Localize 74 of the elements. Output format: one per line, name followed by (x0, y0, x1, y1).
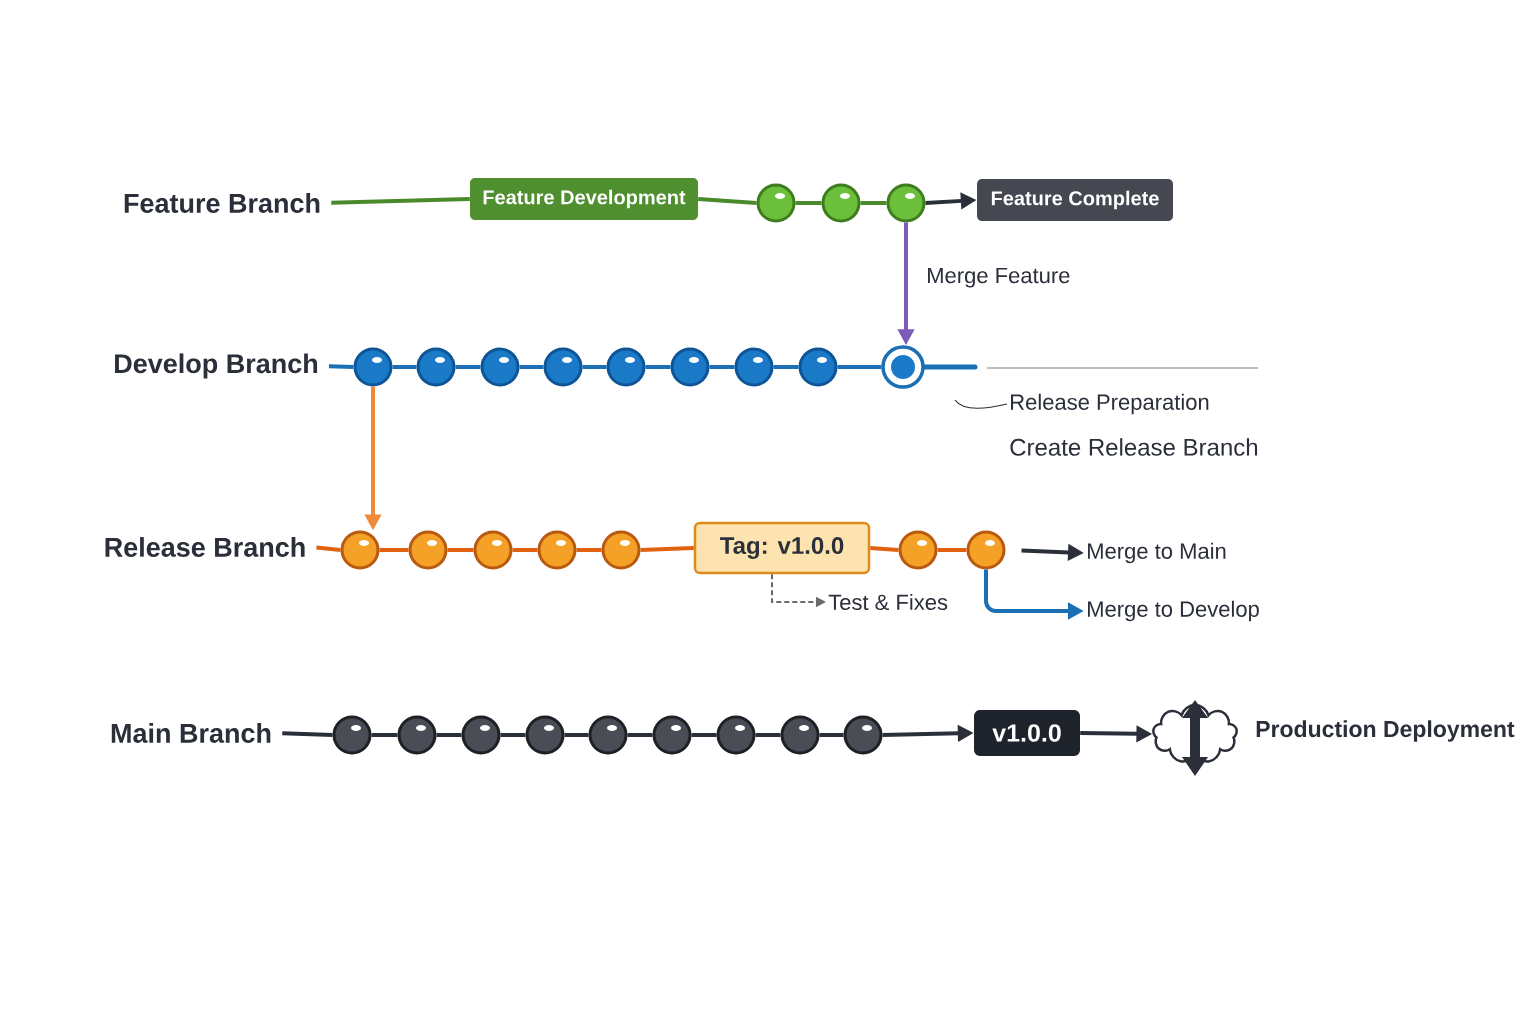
branch-line (282, 731, 333, 737)
node-caption: Production Deployment (1256, 720, 1515, 742)
branch-line (755, 733, 781, 737)
annotation-text: Merge to Main (1088, 542, 1226, 564)
commit-dot (353, 347, 393, 387)
commit-dot (416, 347, 456, 387)
branch-line (564, 733, 589, 737)
branch-line (627, 733, 653, 737)
branch-line (331, 197, 470, 205)
branch-line (512, 548, 538, 552)
commit-dot (473, 530, 513, 570)
branch-line (379, 548, 409, 552)
branch-line (795, 201, 822, 205)
branch-line (582, 365, 607, 369)
branch-line (392, 365, 417, 369)
branch-line (691, 733, 717, 737)
annotation-text: Test & Fixes (828, 593, 948, 611)
commit-dot (606, 347, 646, 387)
commit-dot (798, 347, 838, 387)
commit-dot (886, 183, 926, 223)
commit-dot (734, 347, 774, 387)
branch-line (860, 201, 887, 205)
commit-dot (461, 715, 501, 755)
branch-line (576, 548, 602, 552)
commit-dot (843, 715, 883, 755)
branch-line (773, 365, 799, 369)
status-box: Feature Complete (977, 179, 1173, 221)
annotation-text: Merge to Develop (1088, 600, 1259, 622)
branch-line (447, 548, 474, 552)
commit-dot (408, 530, 448, 570)
branch-label: Release Branch (105, 537, 305, 557)
commit-dot (525, 715, 565, 755)
branch-line (937, 548, 967, 552)
commit-dot (821, 183, 861, 223)
commit-dot (537, 530, 577, 570)
highlighted-commit (881, 345, 925, 389)
branch-tag-box: Feature Development (470, 178, 698, 220)
branch-line (455, 365, 481, 369)
branch-line (519, 365, 544, 369)
commit-dot (652, 715, 692, 755)
branch-line (328, 364, 354, 369)
commit-dot (780, 715, 820, 755)
branch-line (316, 545, 341, 552)
note-text: Create Release Branch (1010, 438, 1258, 456)
tag-box: Tag: v1.0.0 (693, 521, 871, 575)
commit-dot (340, 530, 380, 570)
branch-line (645, 365, 671, 369)
commit-dot (898, 530, 938, 570)
commit-dot (966, 530, 1006, 570)
branch-label: Main Branch (111, 723, 271, 743)
branch-line (709, 365, 735, 369)
branch-line (436, 733, 462, 737)
commit-dot (601, 530, 641, 570)
branch-label: Develop Branch (115, 353, 318, 379)
commit-dot (756, 183, 796, 223)
leader-line (954, 399, 1008, 409)
commit-dot (543, 347, 583, 387)
branch-line (819, 733, 844, 737)
commit-dot (588, 715, 628, 755)
commit-dot (670, 347, 710, 387)
branch-line (870, 546, 899, 552)
commit-dot (480, 347, 520, 387)
version-box: v1.0.0 (974, 710, 1080, 756)
branch-line (640, 546, 694, 552)
branch-line (371, 733, 398, 737)
annotation-text: Release Preparation (1011, 393, 1209, 415)
commit-dot (397, 715, 437, 755)
commit-dot (716, 715, 756, 755)
branch-line (698, 197, 757, 205)
branch-line (837, 365, 882, 369)
commit-dot (332, 715, 372, 755)
edge-label: Merge Feature (924, 265, 1073, 290)
branch-line (500, 733, 526, 737)
branch-label: Feature Branch (124, 193, 320, 213)
